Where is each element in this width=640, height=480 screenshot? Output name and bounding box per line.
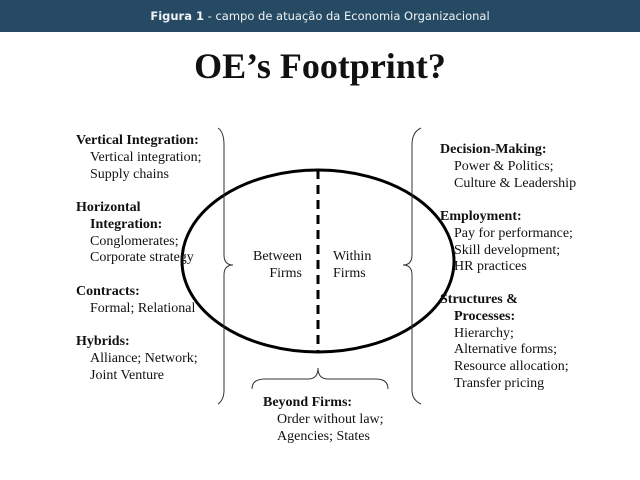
list-item: Hierarchy; — [454, 325, 514, 341]
hybrids-heading: Hybrids: — [76, 334, 130, 349]
employment-heading: Employment: — [440, 209, 522, 224]
decision-making-block: Decision-Making: Power & Politics; Cultu… — [440, 142, 576, 192]
horizontal-integration-heading-cont: Integration: — [90, 216, 163, 232]
list-item: Supply chains — [90, 166, 169, 182]
horizontal-integration-heading: Horizontal — [76, 200, 141, 215]
decision-making-heading: Decision-Making: — [440, 142, 547, 157]
list-item: Resource allocation; — [454, 359, 569, 375]
beyond-firms-heading: Beyond Firms: — [263, 395, 353, 410]
list-item: Power & Politics; — [454, 158, 554, 174]
structures-processes-block: Structures & Processes: Hierarchy; Alter… — [440, 292, 569, 393]
figure-label: Figura 1 — [150, 9, 204, 23]
page-title: OE’s Footprint? — [194, 46, 446, 86]
structures-heading-cont: Processes: — [454, 308, 516, 324]
list-item: Agencies; States — [277, 428, 370, 444]
left-brace — [217, 127, 234, 405]
list-item: HR practices — [454, 259, 527, 275]
figure-caption-bar: Figura 1 - campo de atuação da Economia … — [0, 0, 640, 32]
beyond-firms-block: Beyond Firms: Order without law; Agencie… — [263, 395, 384, 445]
list-item: Pay for performance; — [454, 225, 573, 241]
within-firms-label: Within Firms — [333, 249, 371, 283]
bottom-brace — [251, 367, 389, 390]
figure-caption: - campo de atuação da Economia Organizac… — [204, 9, 490, 23]
list-item: Conglomerates; — [90, 233, 179, 249]
within-label-line: Within — [333, 249, 372, 264]
between-label-line: Between — [253, 249, 302, 264]
between-firms-label: Between Firms — [240, 249, 302, 283]
contracts-heading: Contracts: — [76, 284, 140, 299]
horizontal-integration-block: Horizontal Integration: Conglomerates; C… — [76, 200, 194, 267]
contracts-block: Contracts: Formal; Relational — [76, 284, 195, 318]
within-label-line: Firms — [333, 265, 366, 281]
right-brace — [402, 127, 422, 405]
hybrids-block: Hybrids: Alliance; Network; Joint Ventur… — [76, 334, 198, 384]
vertical-integration-block: Vertical Integration: Vertical integrati… — [76, 133, 202, 183]
list-item: Alliance; Network; — [90, 350, 198, 366]
vertical-integration-heading: Vertical Integration: — [76, 133, 199, 148]
list-item: Corporate strategy — [90, 250, 194, 266]
employment-block: Employment: Pay for performance; Skill d… — [440, 209, 573, 276]
list-item: Formal; Relational — [90, 300, 196, 316]
list-item: Joint Venture — [90, 367, 165, 383]
structures-heading: Structures & — [440, 292, 518, 307]
list-item: Culture & Leadership — [454, 175, 577, 191]
list-item: Vertical integration; — [90, 149, 202, 165]
list-item: Transfer pricing — [454, 375, 545, 391]
list-item: Alternative forms; — [454, 342, 558, 358]
between-label-line: Firms — [269, 265, 302, 281]
list-item: Order without law; — [277, 411, 384, 427]
list-item: Skill development; — [454, 242, 561, 258]
